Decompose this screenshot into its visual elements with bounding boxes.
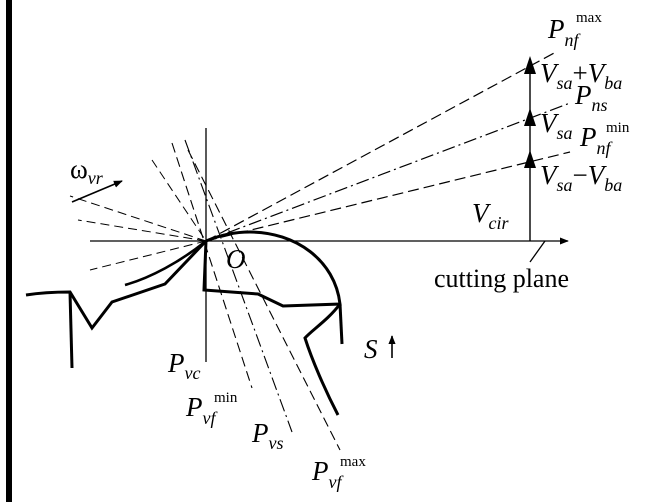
fan-line-left-1 [69,195,207,242]
line-p-vf-max [187,149,341,451]
left-border-bar [6,0,12,502]
tooth-profile-right-lower [303,303,342,416]
label-v-sa-plus-v-ba: Vsa+Vba [540,58,622,93]
label-p-vf-max: Pvf [311,456,344,492]
tooth-profile-right-edge [338,303,344,345]
label-p-vs: Pvs [251,418,284,453]
arrowhead-upper [524,108,536,126]
line-p-vs [184,139,293,433]
label-origin: O [226,244,246,274]
label-p-vf-min: Pvf [185,392,218,428]
line-p-nf-min [205,151,571,242]
label-p-ns: Pns [574,80,608,115]
tooth-profile-left-upper [124,239,207,287]
label-p-vc: Pvc [167,348,200,383]
tooth-profile-right [202,230,342,308]
label-p-vf-min-sup: min [214,390,238,406]
label-cutting-plane: cutting plane [434,264,569,293]
label-omega: ωvr [70,154,104,188]
fan-line-left-2 [77,219,207,242]
line-p-vf-min [171,142,253,389]
label-v-sa-minus-v-ba: Vsa−Vba [540,160,622,195]
label-p-vf-max-sup: max [340,454,366,470]
label-s: S [364,334,378,364]
label-p-nf-max-sup: max [576,10,602,26]
arrowhead-lower [524,150,536,168]
label-p-nf-min: Pnf [579,122,614,158]
label-v-sa: Vsa [540,108,573,143]
label-p-nf-min-sup: min [606,120,630,136]
cutting-plane-leader [529,240,546,263]
tooth-profile-left-inner [68,291,74,369]
label-v-cir: Vcir [472,198,509,233]
omega-arrow [71,180,123,203]
tooth-profile-left [25,239,208,331]
fan-line-left-3 [89,240,207,271]
line-extra-upper [151,159,207,242]
line-p-ns [205,102,571,242]
arrowhead-top [524,56,536,74]
line-p-nf-max [205,51,557,242]
label-p-nf-max: Pnf [547,14,582,50]
